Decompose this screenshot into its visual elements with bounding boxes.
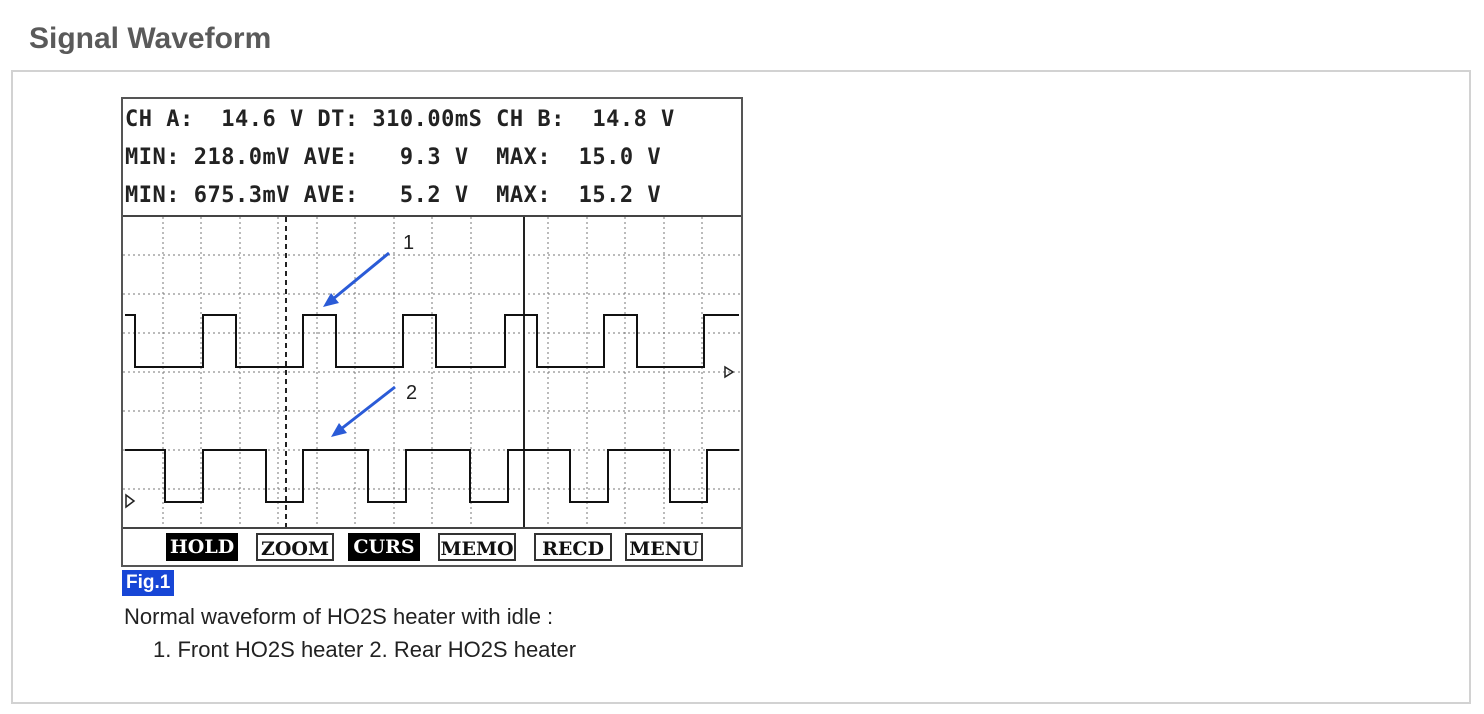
oscilloscope-screen: CH A: 14.6 V DT: 310.00mS CH B: 14.8 V M… [121,97,743,567]
memo-softkey[interactable]: MEMO [438,533,516,561]
softkey-bar: HOLD ZOOM CURS MEMO RECD MENU [123,527,741,567]
rear-ho2s-heater-trace [125,449,739,503]
channel-a-level-marker [724,365,735,379]
channel-b-trigger-marker [125,493,136,509]
hold-softkey[interactable]: HOLD [166,533,238,561]
figure-caption-line-2: 1. Front HO2S heater 2. Rear HO2S heater [153,637,577,662]
annotation-arrow-1 [323,251,390,307]
waveform-display: 1 2 [123,217,741,527]
front-ho2s-heater-trace [125,314,739,368]
grid-lines [123,217,741,527]
figure-badge: Fig.1 [122,570,175,596]
readout-row-channel-b-stats: MIN: 675.3mV AVE: 5.2 V MAX: 15.2 V [125,183,662,208]
annotation-label-2: 2 [406,382,417,404]
annotation-arrow-2 [331,385,396,437]
readout-row-channel-a-stats: MIN: 218.0mV AVE: 9.3 V MAX: 15.0 V [125,145,662,170]
figure-caption-line-1: Normal waveform of HO2S heater with idle… [124,604,554,629]
readout-row-channels: CH A: 14.6 V DT: 310.00mS CH B: 14.8 V [125,107,675,132]
zoom-softkey[interactable]: ZOOM [256,533,334,561]
curs-softkey[interactable]: CURS [348,533,420,561]
section-title: Signal Waveform [29,22,272,55]
recd-softkey[interactable]: RECD [534,533,612,561]
measurement-readout: CH A: 14.6 V DT: 310.00mS CH B: 14.8 V M… [123,99,741,217]
menu-softkey[interactable]: MENU [625,533,703,561]
content-frame [11,70,1471,704]
annotation-label-1: 1 [403,232,414,254]
